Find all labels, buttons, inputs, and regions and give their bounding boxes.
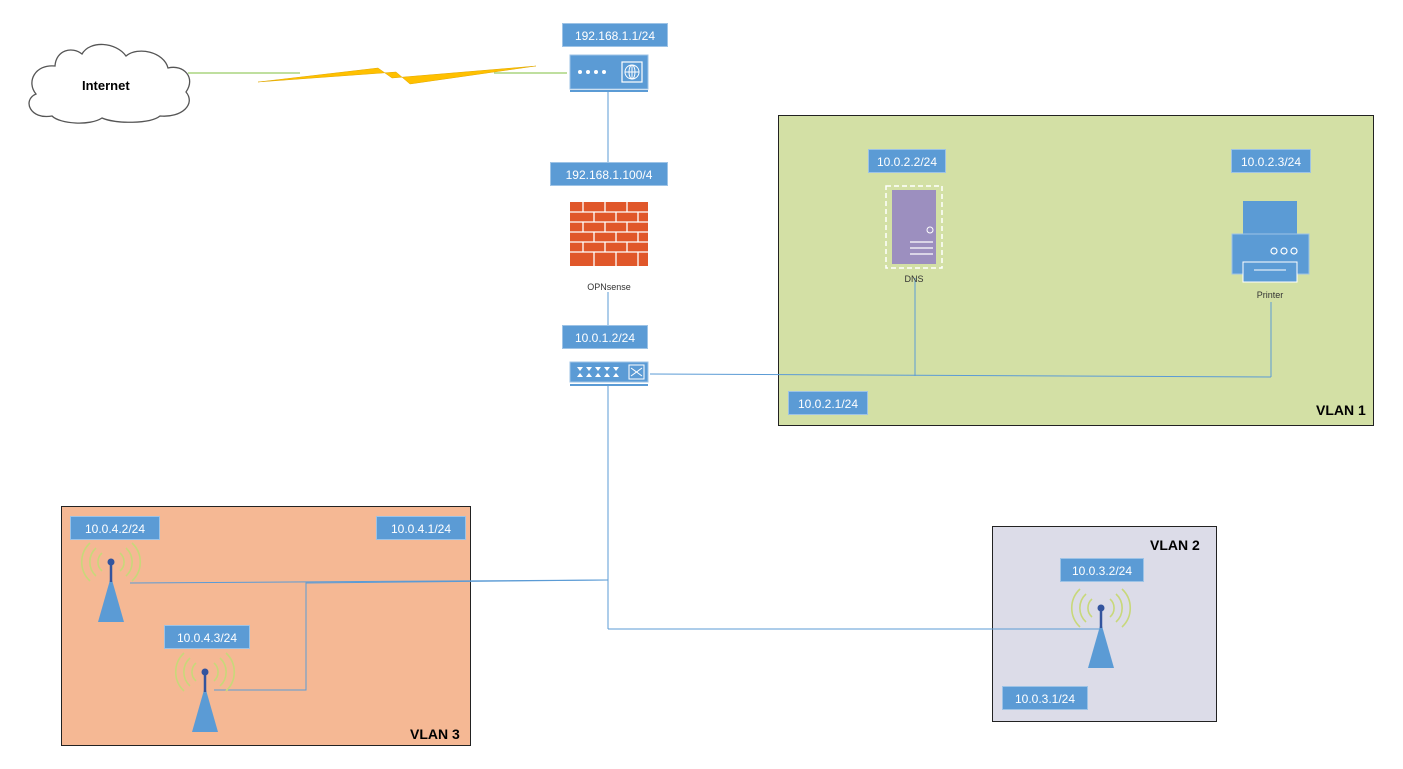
vlan3-zone <box>61 506 471 746</box>
router-icon <box>569 54 649 92</box>
dns-ip: 10.0.2.2/24 <box>868 149 946 173</box>
wan-link <box>188 65 567 85</box>
firewall-ip: 192.168.1.100/4 <box>550 162 668 186</box>
vlan1-label: VLAN 1 <box>1316 402 1366 418</box>
dns-label: DNS <box>904 274 924 284</box>
dns-server-icon <box>885 185 943 269</box>
vlan2-ap-icon <box>1071 588 1131 668</box>
printer-icon <box>1231 201 1310 283</box>
firewall-icon <box>570 202 648 266</box>
switch-ip: 10.0.1.2/24 <box>562 325 648 349</box>
vlan2-label: VLAN 2 <box>1150 537 1200 553</box>
switch-icon <box>569 361 649 386</box>
vlan3-ap2-ip: 10.0.4.3/24 <box>164 625 250 649</box>
link-switch-vlan1 <box>649 373 1272 378</box>
vlan3-gateway-ip: 10.0.4.1/24 <box>376 516 466 540</box>
printer-label: Printer <box>1256 290 1284 300</box>
internet-cloud-icon <box>28 43 191 124</box>
internet-label: Internet <box>82 78 130 93</box>
vlan1-gateway-ip: 10.0.2.1/24 <box>788 391 868 415</box>
vlan3-ap1-icon <box>81 542 141 622</box>
firewall-label: OPNsense <box>587 282 631 292</box>
link-vlan3-ap2 <box>214 579 609 691</box>
vlan2-gateway-ip: 10.0.3.1/24 <box>1002 686 1088 710</box>
lightning-icon <box>257 65 537 85</box>
vlan2-ap-ip: 10.0.3.2/24 <box>1060 558 1144 582</box>
vlan3-ap1-ip: 10.0.4.2/24 <box>70 516 160 540</box>
vlan3-label: VLAN 3 <box>410 726 460 742</box>
vlan3-ap2-icon <box>175 652 235 732</box>
router-ip: 192.168.1.1/24 <box>562 23 668 47</box>
printer-ip: 10.0.2.3/24 <box>1231 149 1311 173</box>
